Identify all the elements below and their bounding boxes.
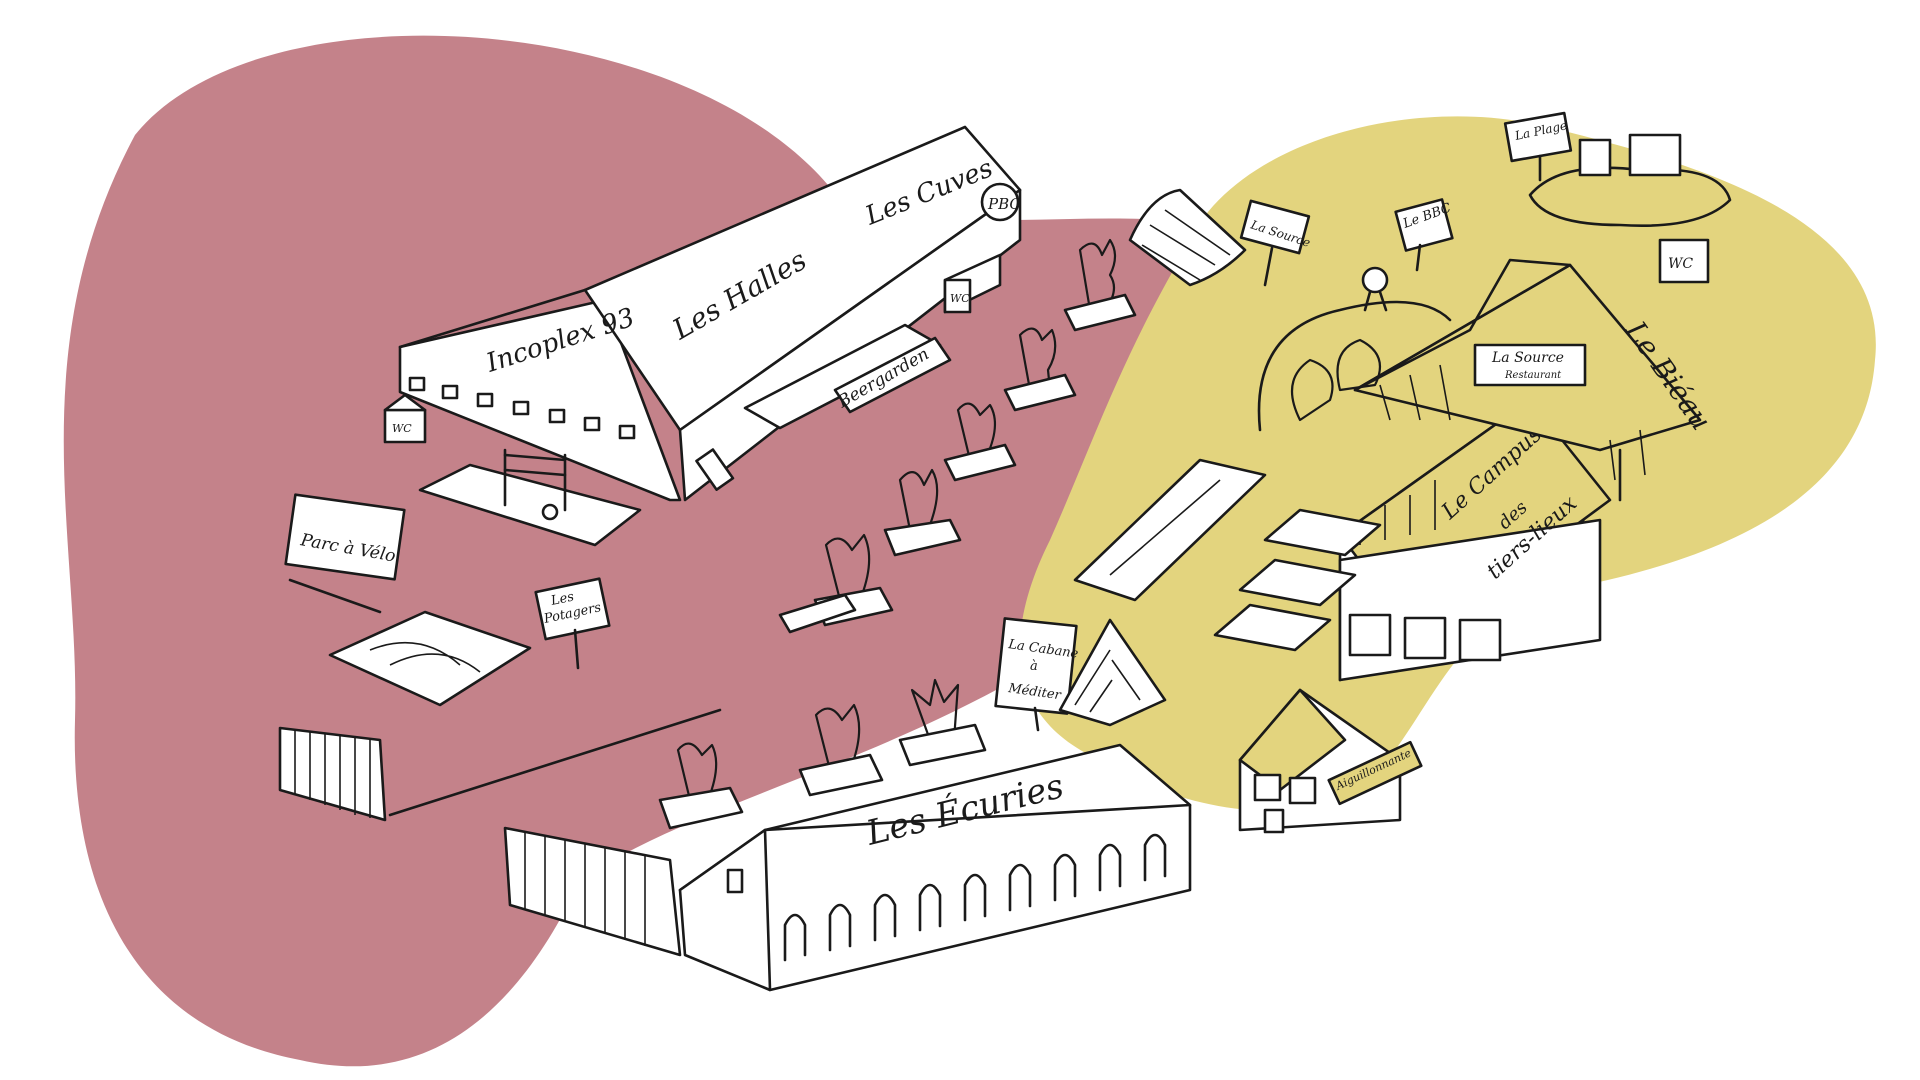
- label-cabane-2: à: [1030, 659, 1038, 674]
- yellow-garden: [1257, 300, 1452, 432]
- vegetable-bed: [328, 610, 532, 707]
- cabane-sign: [994, 617, 1078, 732]
- path-edge: [388, 708, 722, 817]
- bbq-grill: [1361, 266, 1389, 312]
- label-potagers-1: Les: [549, 589, 576, 609]
- incoplex-windows: [408, 376, 636, 440]
- left-fence: [278, 726, 387, 822]
- beach-area: [1528, 133, 1732, 227]
- ecuries-building: [678, 743, 1192, 992]
- incoplex-building: [398, 125, 1022, 502]
- beergarden-awning: [743, 323, 952, 430]
- pbc-badge: [980, 182, 1020, 222]
- volleyball-sandpit: [418, 448, 642, 547]
- wc-cabin-halles: [943, 253, 1002, 314]
- label-wc-1: WC: [950, 292, 970, 305]
- la-plage-sign: [1503, 111, 1573, 182]
- campus-building: [1338, 398, 1612, 682]
- label-wc-3: WC: [1668, 256, 1693, 272]
- ecuries-arches: [783, 833, 1167, 962]
- potagers-sign: [534, 577, 611, 670]
- label-wc-2: WC: [392, 422, 412, 435]
- label-restaurant: Restaurant: [1504, 370, 1562, 381]
- bike-park-sign: [284, 493, 406, 614]
- label-cabane-3: Méditer: [1006, 681, 1062, 703]
- aiguillonnante-sign: [1327, 740, 1423, 806]
- bottom-fence: [503, 826, 682, 957]
- campus-garden-beds: [1213, 508, 1382, 652]
- label-la-source-restaurant: La Source: [1491, 350, 1564, 366]
- greenhouse-tunnel: [1128, 188, 1247, 287]
- bench: [778, 593, 857, 634]
- label-pbc: PBC: [987, 195, 1021, 213]
- planters-column: [658, 238, 1137, 830]
- meditation-hut: [1058, 618, 1167, 727]
- yellow-sandbox: [1073, 458, 1267, 602]
- campus-windows: [1348, 613, 1502, 662]
- la-source-sign: [1239, 199, 1311, 287]
- source-restaurant-sign: [1473, 343, 1587, 387]
- wc-cabin-incoplex: [383, 393, 427, 444]
- wc-cabin-yellow: [1658, 238, 1710, 284]
- bbc-sign: [1394, 198, 1454, 272]
